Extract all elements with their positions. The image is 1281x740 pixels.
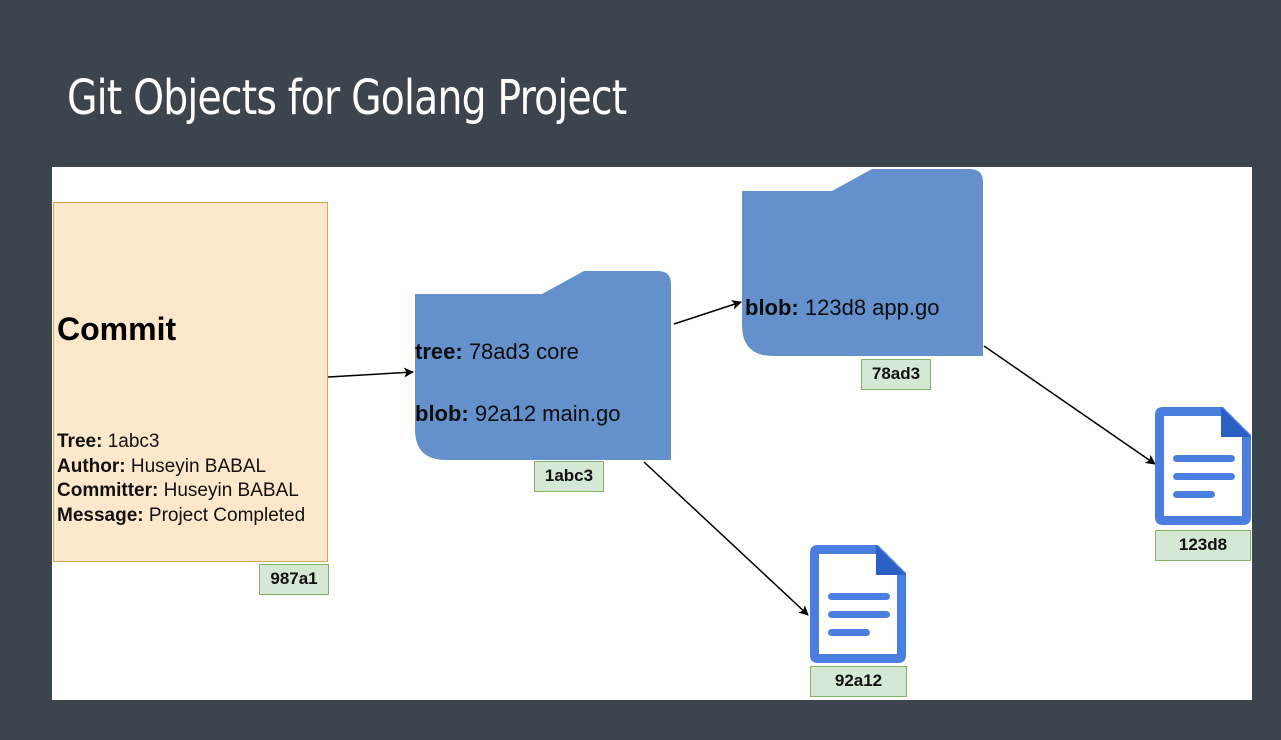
arrow-root-tree-to-main-blob — [643, 461, 809, 616]
commit-field-tree: Tree: 1abc3 — [57, 431, 160, 452]
core-tree-hash-tag: 78ad3 — [861, 359, 931, 390]
commit-fields: Tree: 1abc3 Author: Huseyin BABAL Commit… — [57, 430, 305, 528]
arrow-root-tree-to-core-tree — [673, 300, 742, 325]
folder-icon-root-tree — [415, 271, 671, 460]
file-document-icon — [1155, 407, 1251, 525]
arrow-commit-to-root-tree — [327, 367, 414, 378]
commit-field-committer: Committer: Huseyin BABAL — [57, 480, 299, 501]
core-tree-entry-app: blob: 123d8 app.go — [745, 295, 940, 320]
arrow-core-tree-to-app-blob — [983, 345, 1156, 465]
main-blob-hash-tag: 92a12 — [810, 666, 907, 697]
diagram-canvas: Commit Tree: 1abc3 Author: Huseyin BABAL… — [52, 167, 1252, 700]
folder-icon-core-tree — [742, 169, 983, 356]
root-tree-hash-tag: 1abc3 — [534, 461, 604, 492]
root-tree-entry-core: tree: 78ad3 core — [415, 339, 579, 364]
app-blob-hash-tag: 123d8 — [1155, 530, 1251, 561]
diagram-graphics — [327, 169, 1251, 663]
commit-hash-tag: 987a1 — [259, 564, 329, 595]
file-document-icon — [810, 545, 906, 663]
root-tree-entry-main: blob: 92a12 main.go — [415, 401, 621, 426]
commit-heading: Commit — [57, 311, 177, 347]
commit-object: Commit Tree: 1abc3 Author: Huseyin BABAL… — [53, 202, 328, 562]
commit-field-author: Author: Huseyin BABAL — [57, 455, 267, 477]
slide-title: Git Objects for Golang Project — [67, 70, 627, 126]
commit-field-message: Message: Project Completed — [57, 504, 306, 526]
